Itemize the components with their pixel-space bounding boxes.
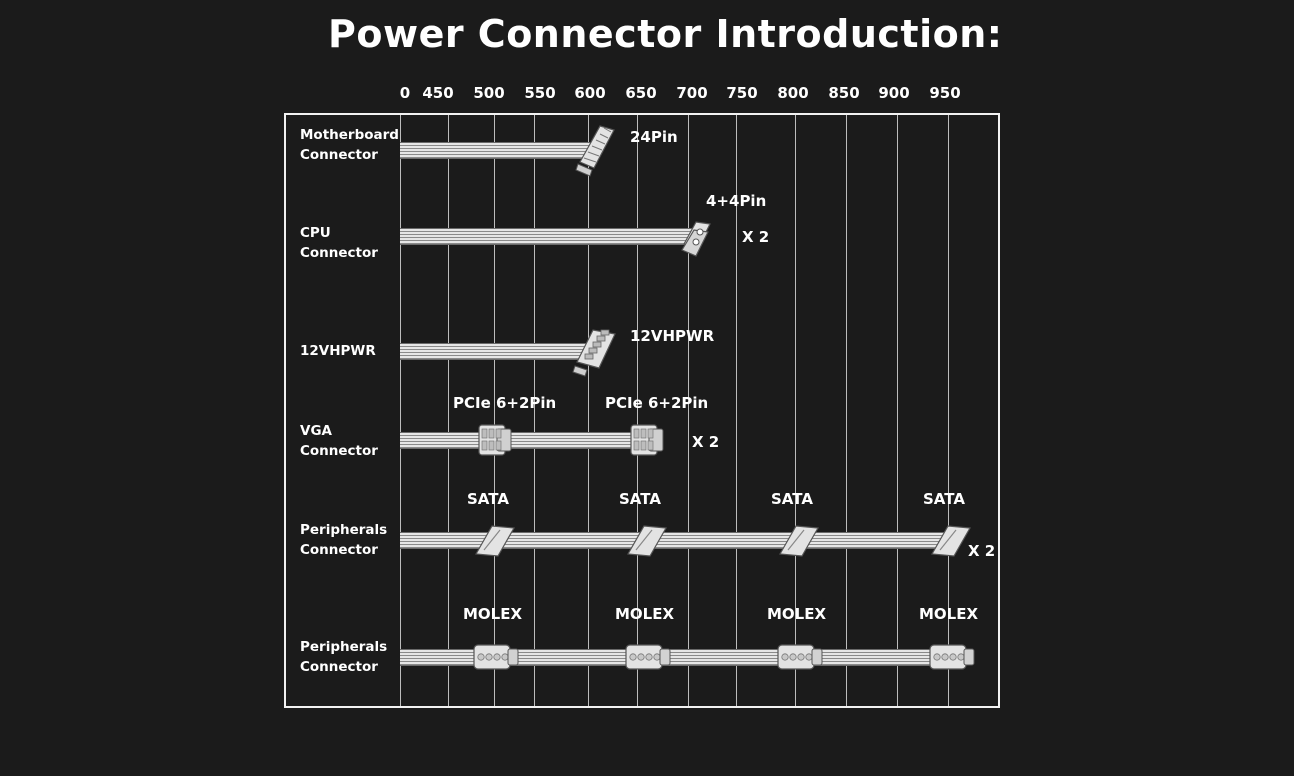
pcie-connector-icon bbox=[627, 419, 667, 465]
grid-line bbox=[588, 115, 589, 706]
connector-label: MOLEX bbox=[463, 605, 523, 623]
row-label-line: Connector bbox=[300, 443, 378, 459]
molex-connector-icon bbox=[924, 639, 978, 679]
axis-tick-label: 700 bbox=[676, 84, 708, 102]
connector-label: SATA bbox=[771, 490, 813, 508]
row-label: 12VHPWR bbox=[300, 341, 376, 361]
molex-connector-icon bbox=[468, 639, 522, 679]
sata-connector-icon bbox=[472, 522, 518, 562]
grid-line bbox=[534, 115, 535, 706]
cable-bundle bbox=[400, 142, 590, 159]
grid-line bbox=[400, 115, 401, 706]
row-label: CPU Connector bbox=[300, 223, 378, 263]
connector-label: 4+4Pin bbox=[706, 192, 767, 210]
cable-bundle bbox=[400, 228, 692, 245]
cpu44-connector-icon bbox=[678, 214, 718, 262]
quantity-multiplier: X 2 bbox=[968, 542, 996, 560]
grid-line bbox=[448, 115, 449, 706]
cable-bundle bbox=[400, 432, 641, 449]
grid-line bbox=[846, 115, 847, 706]
axis-tick-label: 500 bbox=[473, 84, 505, 102]
sata-connector-icon bbox=[776, 522, 822, 562]
row-label: VGA Connector bbox=[300, 421, 378, 461]
axis-tick-label: 950 bbox=[929, 84, 961, 102]
sata-connector-icon bbox=[624, 522, 670, 562]
axis-tick-label: 550 bbox=[524, 84, 556, 102]
connector-label: SATA bbox=[923, 490, 965, 508]
row-label-line: Connector bbox=[300, 542, 378, 558]
axis-tick-label: 650 bbox=[625, 84, 657, 102]
row-label-line: Connector bbox=[300, 659, 378, 675]
connector-label: MOLEX bbox=[919, 605, 979, 623]
grid-line bbox=[494, 115, 495, 706]
diagram-frame bbox=[284, 113, 1000, 708]
sata-connector-icon bbox=[928, 522, 974, 562]
connector-label: PCIe 6+2Pin bbox=[453, 394, 557, 412]
axis-tick-label: 850 bbox=[828, 84, 860, 102]
axis-tick-label: 800 bbox=[777, 84, 809, 102]
row-label-line: CPU bbox=[300, 225, 331, 241]
connector-label: PCIe 6+2Pin bbox=[605, 394, 709, 412]
row-label-line: 12VHPWR bbox=[300, 343, 376, 359]
connector-label: SATA bbox=[467, 490, 509, 508]
connector-label: 24Pin bbox=[630, 128, 678, 146]
grid-line bbox=[897, 115, 898, 706]
quantity-multiplier: X 2 bbox=[742, 228, 770, 246]
axis-tick-label: 600 bbox=[574, 84, 606, 102]
row-label-line: Peripherals bbox=[300, 639, 388, 655]
molex-connector-icon bbox=[620, 639, 674, 679]
connector-label: MOLEX bbox=[615, 605, 675, 623]
axis-tick-label: 450 bbox=[422, 84, 454, 102]
connector-label: MOLEX bbox=[767, 605, 827, 623]
atx24-connector-icon bbox=[574, 122, 618, 182]
grid-line bbox=[637, 115, 638, 706]
cable-bundle bbox=[400, 343, 590, 360]
connector-label: SATA bbox=[619, 490, 661, 508]
row-label-line: Peripherals bbox=[300, 522, 388, 538]
grid-line bbox=[736, 115, 737, 706]
diagram-title: Power Connector Introduction: bbox=[328, 12, 1003, 56]
axis-tick-label: 900 bbox=[878, 84, 910, 102]
molex-connector-icon bbox=[772, 639, 826, 679]
hpwr-connector-icon bbox=[571, 324, 621, 382]
row-label-line: Connector bbox=[300, 147, 378, 163]
grid-line bbox=[795, 115, 796, 706]
axis-tick-label: 0 bbox=[399, 84, 411, 102]
quantity-multiplier: X 2 bbox=[692, 433, 720, 451]
axis-tick-label: 750 bbox=[726, 84, 758, 102]
pcie-connector-icon bbox=[475, 419, 515, 465]
row-label-line: VGA bbox=[300, 423, 332, 439]
row-label-line: Motherboard bbox=[300, 127, 399, 143]
grid-line bbox=[948, 115, 949, 706]
row-label-line: Connector bbox=[300, 245, 378, 261]
connector-label: 12VHPWR bbox=[630, 327, 715, 345]
grid-line bbox=[688, 115, 689, 706]
